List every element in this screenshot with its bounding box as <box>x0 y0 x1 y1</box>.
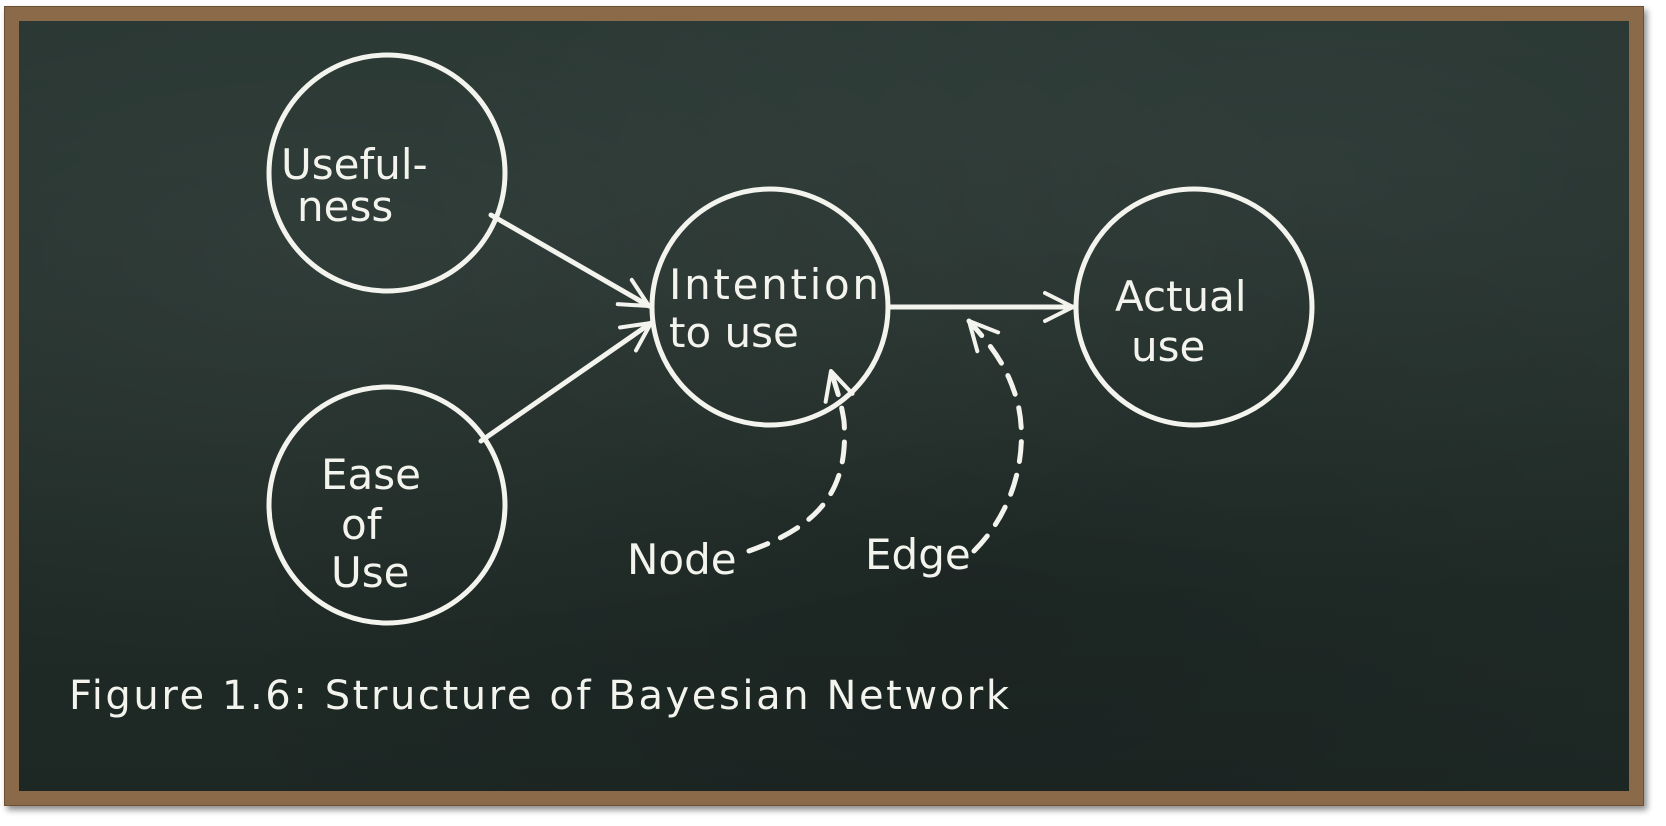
node-intention-label-line1: Intention <box>669 260 879 309</box>
bayesian-network-diagram: Useful- ness Ease of Use Intention to us… <box>69 52 1315 719</box>
node-usefulness-label-line2: ness <box>297 182 393 231</box>
chalkboard: Useful- ness Ease of Use Intention to us… <box>19 21 1629 791</box>
annotation-node-label: Node <box>627 535 737 584</box>
node-ease-label-line1: Ease <box>321 450 421 499</box>
node-ease-of-use-circle <box>266 384 508 626</box>
figure-caption: Figure 1.6: Structure of Bayesian Networ… <box>69 673 1010 719</box>
annotation-edge-arrow <box>966 318 1024 554</box>
node-ease-label-line2: of <box>341 500 383 549</box>
node-actual-use-circle <box>1073 186 1315 428</box>
node-intention-label-line2: to use <box>669 308 799 357</box>
node-actual-use-label-line1: Actual <box>1115 272 1247 321</box>
node-usefulness-circle <box>266 52 508 294</box>
chalkboard-frame: Useful- ness Ease of Use Intention to us… <box>4 6 1644 806</box>
node-ease-label-line3: Use <box>331 548 409 597</box>
node-usefulness-label-line1: Useful- <box>281 140 428 189</box>
edge-usefulness-to-intention <box>488 212 652 309</box>
annotation-edge-label: Edge <box>865 530 971 579</box>
annotation-node-arrow <box>746 368 855 554</box>
node-actual-use-label-line2: use <box>1131 322 1205 371</box>
edge-ease-to-intention <box>478 320 654 444</box>
